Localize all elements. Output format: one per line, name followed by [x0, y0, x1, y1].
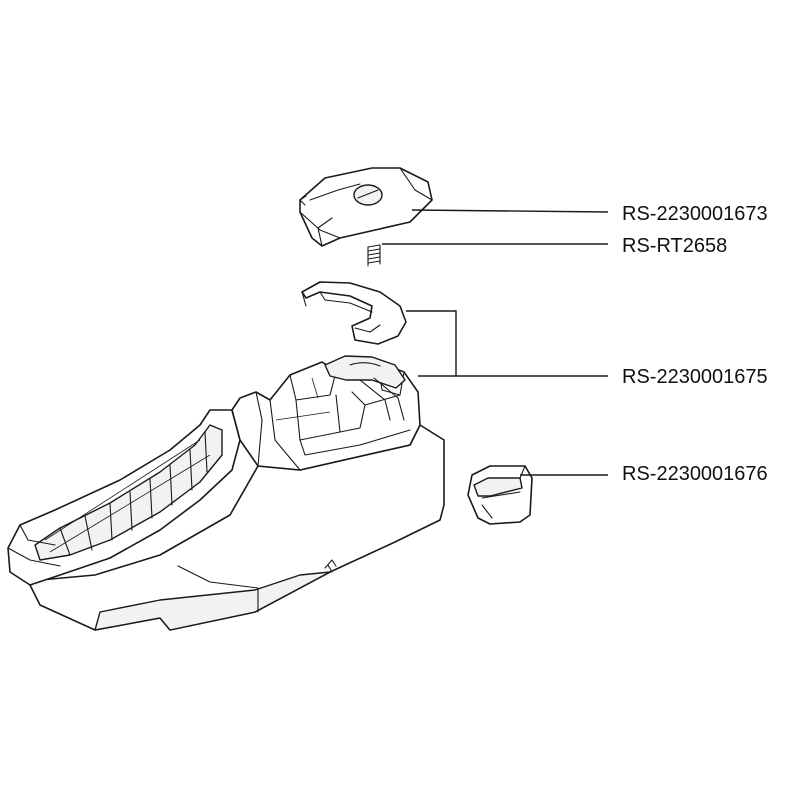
leader-line-top-cover [411, 209, 609, 213]
part-label-release-button: RS-2230001676 [622, 463, 768, 485]
handle-trim-part [301, 281, 407, 345]
part-label-top-cover: RS-2230001673 [622, 203, 768, 225]
top-cover-part [299, 167, 433, 247]
base-housing [7, 355, 445, 631]
leader-lines [382, 209, 609, 476]
part-label-handle-trim: RS-2230001675 [622, 366, 768, 388]
part-label-spring: RS-RT2658 [622, 235, 728, 257]
release-button-part [467, 465, 533, 525]
spring-part [367, 244, 381, 267]
leader-line-handle-trim [406, 310, 608, 377]
